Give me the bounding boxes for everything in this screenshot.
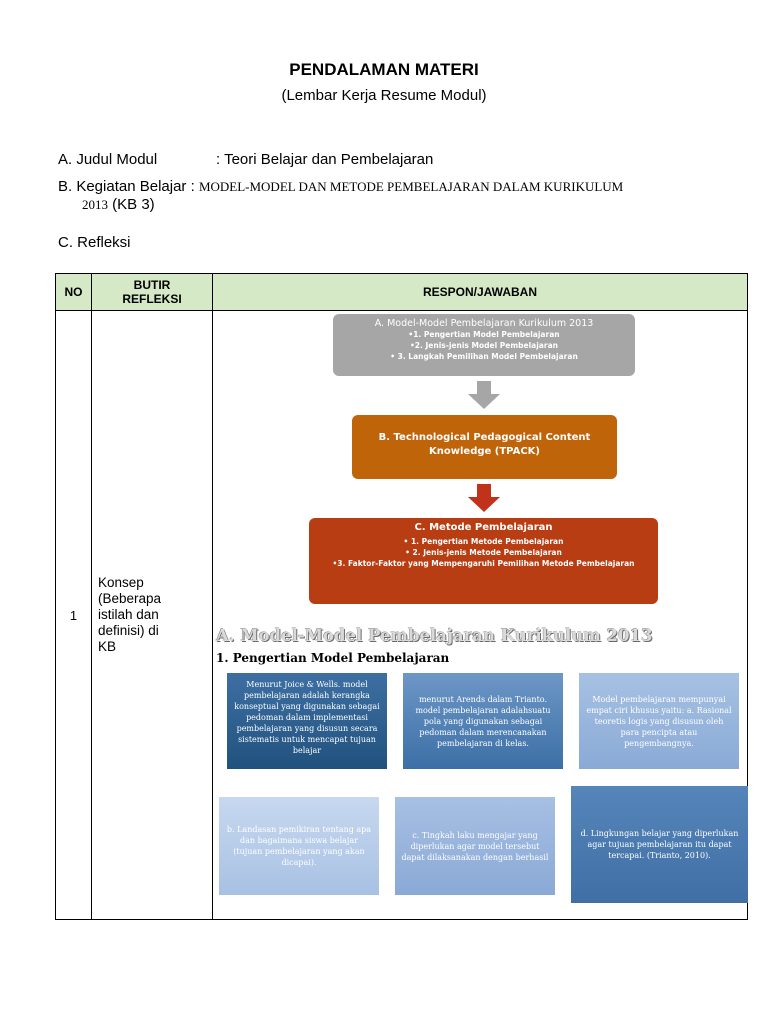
card-text: Model pembelajaran mempunyai empat ciri … bbox=[586, 694, 732, 748]
box-b-title: B. Technological Pedagogical Content Kno… bbox=[378, 432, 591, 457]
butir-line: Konsep bbox=[98, 575, 144, 590]
card-text: b. Landasan pemikiran tentang apa dan ba… bbox=[226, 825, 372, 867]
kegiatan-belajar-continuation: 2013 (KB 3) bbox=[82, 196, 155, 213]
definition-card: b. Landasan pemikiran tentang apa dan ba… bbox=[219, 797, 379, 895]
box-a-item: •2. Jenis-jenis Model Pembelajaran bbox=[410, 341, 558, 350]
refleksi-table: NO BUTIR REFLEKSI RESPON/JAWABAN 1 Konse… bbox=[55, 273, 748, 920]
table-header-row: NO BUTIR REFLEKSI RESPON/JAWABAN bbox=[55, 273, 748, 311]
box-c-title: C. Metode Pembelajaran bbox=[414, 522, 553, 533]
respon-cell: A. Model-Model Pembelajaran Kurikulum 20… bbox=[212, 310, 748, 920]
col-header-respon: RESPON/JAWABAN bbox=[212, 273, 748, 311]
kegiatan-belajar-line: B. Kegiatan Belajar : MODEL-MODEL DAN ME… bbox=[58, 178, 623, 195]
section-subheading: 1. Pengertian Model Pembelajaran bbox=[216, 651, 450, 665]
col-header-no: NO bbox=[55, 273, 92, 311]
box-a-item: •1. Pengertian Model Pembelajaran bbox=[408, 330, 560, 339]
diagram-box-metode-pembelajaran: C. Metode Pembelajaran • 1. Pengertian M… bbox=[309, 518, 658, 604]
kegiatan-kb: (KB 3) bbox=[112, 196, 155, 213]
butir-line: KB bbox=[98, 639, 117, 654]
page-title: PENDALAMAN MATERI bbox=[289, 60, 479, 79]
kegiatan-year: 2013 bbox=[82, 197, 108, 212]
box-c-item: •3. Faktor-Faktor yang Mempengaruhi Pemi… bbox=[332, 559, 635, 568]
col-header-butir-line2: REFLEKSI bbox=[122, 292, 182, 306]
definition-card: menurut Arends dalam Trianto. model pemb… bbox=[403, 673, 563, 769]
row-number: 1 bbox=[55, 310, 92, 920]
down-arrow-icon bbox=[468, 484, 500, 512]
definition-card: Model pembelajaran mempunyai empat ciri … bbox=[579, 673, 739, 769]
box-a-title: A. Model-Model Pembelajaran Kurikulum 20… bbox=[374, 318, 594, 329]
box-c-item: • 1. Pengertian Metode Pembelajaran bbox=[403, 537, 564, 546]
butir-line: istilah dan bbox=[98, 607, 159, 622]
judul-modul-value: : Teori Belajar dan Pembelajaran bbox=[216, 151, 434, 168]
kegiatan-belajar-value: MODEL-MODEL DAN METODE PEMBELAJARAN DALA… bbox=[198, 179, 624, 194]
box-c-item: • 2. Jenis-jenis Metode Pembelajaran bbox=[405, 548, 562, 557]
butir-cell: Konsep (Beberapa istilah dan definisi) d… bbox=[91, 310, 213, 920]
card-text: menurut Arends dalam Trianto. model pemb… bbox=[415, 694, 551, 748]
down-arrow-icon bbox=[468, 381, 500, 409]
card-text: Menurut Joice & Wells. model pembelajara… bbox=[234, 680, 380, 755]
kegiatan-belajar-label: B. Kegiatan Belajar : bbox=[58, 178, 195, 195]
definition-card: Menurut Joice & Wells. model pembelajara… bbox=[227, 673, 387, 769]
judul-modul-label: A. Judul Modul bbox=[58, 151, 158, 168]
refleksi-label: C. Refleksi bbox=[58, 234, 131, 251]
section-heading: A. Model-Model Pembelajaran Kurikulum 20… bbox=[216, 626, 653, 645]
card-text: c. Tingkah laku mengajar yang diperlukan… bbox=[401, 830, 549, 862]
col-header-butir: BUTIR REFLEKSI bbox=[91, 273, 213, 311]
butir-line: definisi) di bbox=[98, 623, 159, 638]
definition-card: d. Lingkungan belajar yang diperlukan ag… bbox=[571, 786, 748, 903]
butir-line: (Beberapa bbox=[98, 591, 162, 606]
page-subtitle: (Lembar Kerja Resume Modul) bbox=[281, 87, 487, 104]
definition-card: c. Tingkah laku mengajar yang diperlukan… bbox=[395, 797, 555, 895]
col-header-butir-line1: BUTIR bbox=[133, 278, 171, 292]
diagram-box-tpack: B. Technological Pedagogical Content Kno… bbox=[352, 415, 617, 479]
table-row: 1 Konsep (Beberapa istilah dan definisi)… bbox=[55, 310, 748, 920]
box-a-item: • 3. Langkah Pemilihan Model Pembelajara… bbox=[390, 352, 578, 361]
card-text: d. Lingkungan belajar yang diperlukan ag… bbox=[580, 829, 739, 860]
judul-modul-line: A. Judul Modul : Teori Belajar dan Pembel… bbox=[58, 151, 433, 168]
diagram-box-model-pembelajaran: A. Model-Model Pembelajaran Kurikulum 20… bbox=[333, 314, 635, 376]
